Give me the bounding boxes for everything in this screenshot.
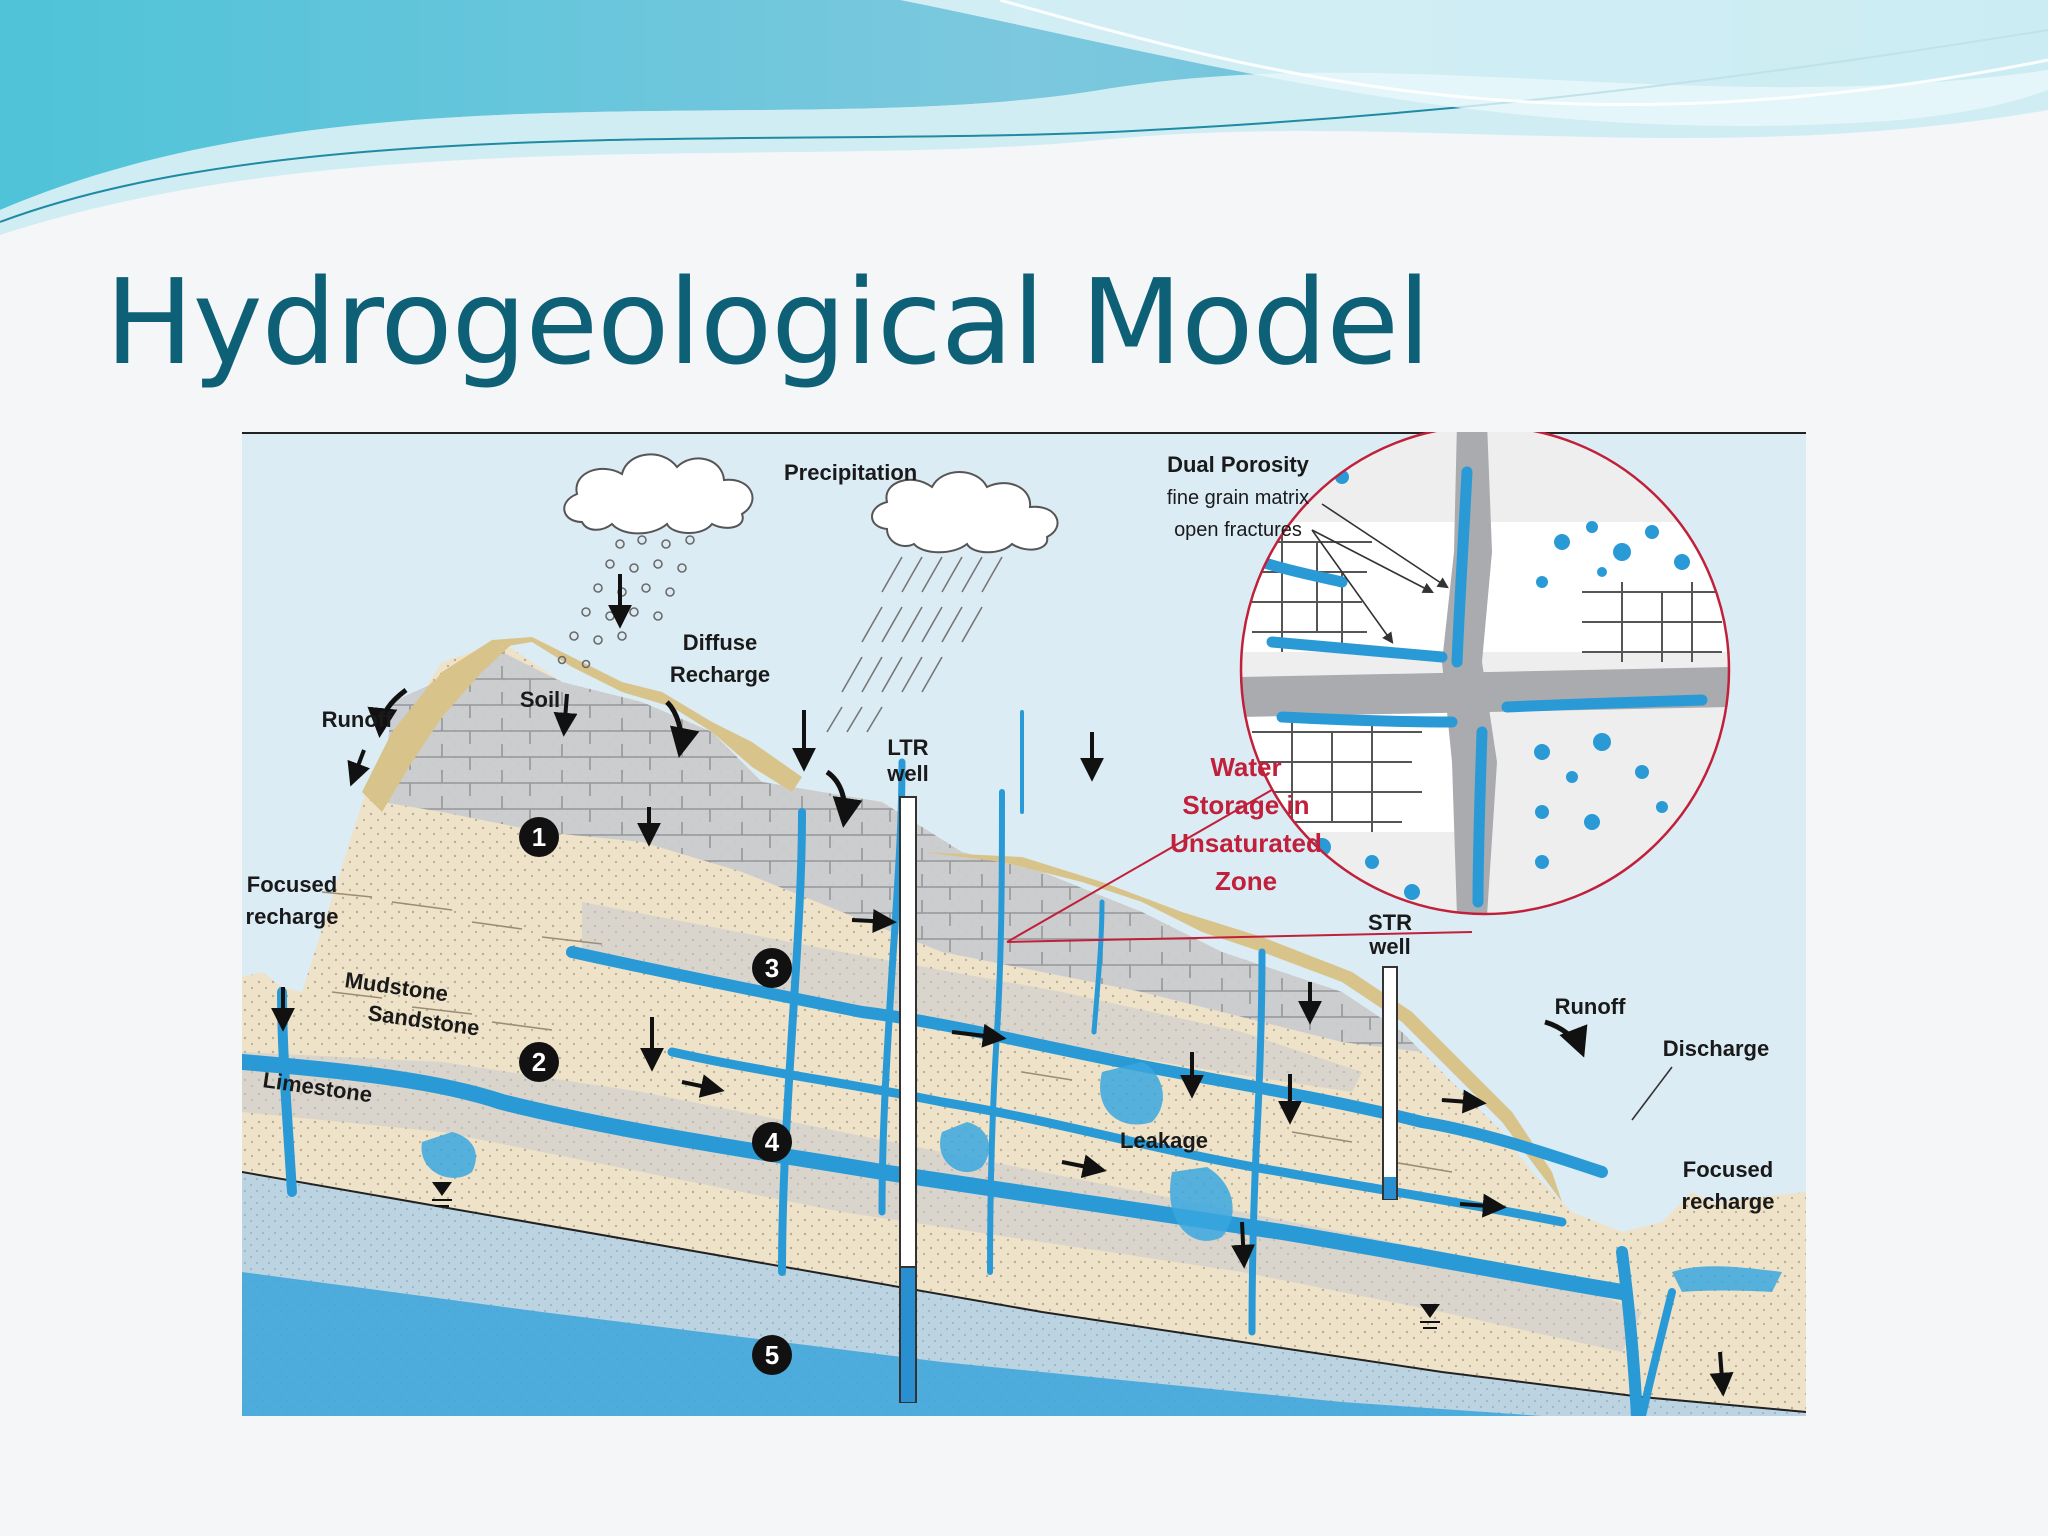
marker-4: 4 xyxy=(752,1122,792,1162)
ltr-well-label-line1: LTR xyxy=(887,735,928,760)
dual-porosity-inset xyxy=(1241,432,1729,914)
str-well-label-line2: well xyxy=(1368,934,1411,959)
flow-arrows xyxy=(271,574,1734,1397)
water-storage-line1: Water xyxy=(1210,752,1281,782)
fine-grain-matrix-label: fine grain matrix xyxy=(1167,487,1309,509)
focused-recharge-left-line1: Focused xyxy=(247,872,337,897)
precipitation-drops-left xyxy=(557,535,695,669)
marker-1: 1 xyxy=(519,817,559,857)
diffuse-recharge-label-line2: Recharge xyxy=(670,662,770,687)
inset-pointer-lower xyxy=(1006,931,1473,943)
cloud-right xyxy=(871,471,1059,554)
soil-label: Soil xyxy=(520,687,560,712)
discharge-label: Discharge xyxy=(1663,1036,1769,1061)
svg-text:2: 2 xyxy=(532,1047,546,1077)
marker-5: 5 xyxy=(752,1335,792,1375)
cloud-left xyxy=(563,453,754,535)
water-pools xyxy=(421,1062,1782,1292)
ltr-well-label-line2: well xyxy=(886,761,929,786)
water-table-marker-left xyxy=(432,1182,452,1207)
inset-pointer-upper xyxy=(1006,786,1278,943)
hydrogeological-diagram: 1 2 3 4 5 xyxy=(242,432,1806,1416)
focused-recharge-left-line2: recharge xyxy=(246,904,339,929)
diffuse-recharge-label-line1: Diffuse xyxy=(683,630,758,655)
str-well xyxy=(1382,966,1398,1200)
runoff-left-label: Runoff xyxy=(322,707,394,732)
svg-text:4: 4 xyxy=(765,1127,780,1157)
water-storage-line3: Unsaturated xyxy=(1170,828,1322,858)
focused-recharge-right-line2: recharge xyxy=(1682,1189,1775,1214)
svg-text:5: 5 xyxy=(765,1340,779,1370)
water-storage-line2: Storage in xyxy=(1182,790,1309,820)
ltr-well xyxy=(899,796,917,1403)
water-storage-line4: Zone xyxy=(1215,866,1277,896)
svg-text:3: 3 xyxy=(765,953,779,983)
header-wave-banner xyxy=(0,0,2048,235)
marker-2: 2 xyxy=(519,1042,559,1082)
inset-border xyxy=(1239,432,1731,916)
marker-3: 3 xyxy=(752,948,792,988)
open-fractures-label: open fractures xyxy=(1174,519,1302,541)
water-table-marker-right xyxy=(1420,1304,1440,1329)
str-well-label-line1: STR xyxy=(1368,910,1412,935)
runoff-right-label: Runoff xyxy=(1555,994,1627,1019)
focused-recharge-right-line1: Focused xyxy=(1683,1157,1773,1182)
precipitation-label: Precipitation xyxy=(784,460,917,485)
mudstone-bands xyxy=(321,891,1453,1173)
svg-text:1: 1 xyxy=(532,822,546,852)
slide-title: Hydrogeological Model xyxy=(105,253,1431,391)
leakage-label: Leakage xyxy=(1120,1128,1208,1153)
dual-porosity-label: Dual Porosity xyxy=(1167,452,1310,477)
precipitation-rain-right xyxy=(826,556,1003,733)
